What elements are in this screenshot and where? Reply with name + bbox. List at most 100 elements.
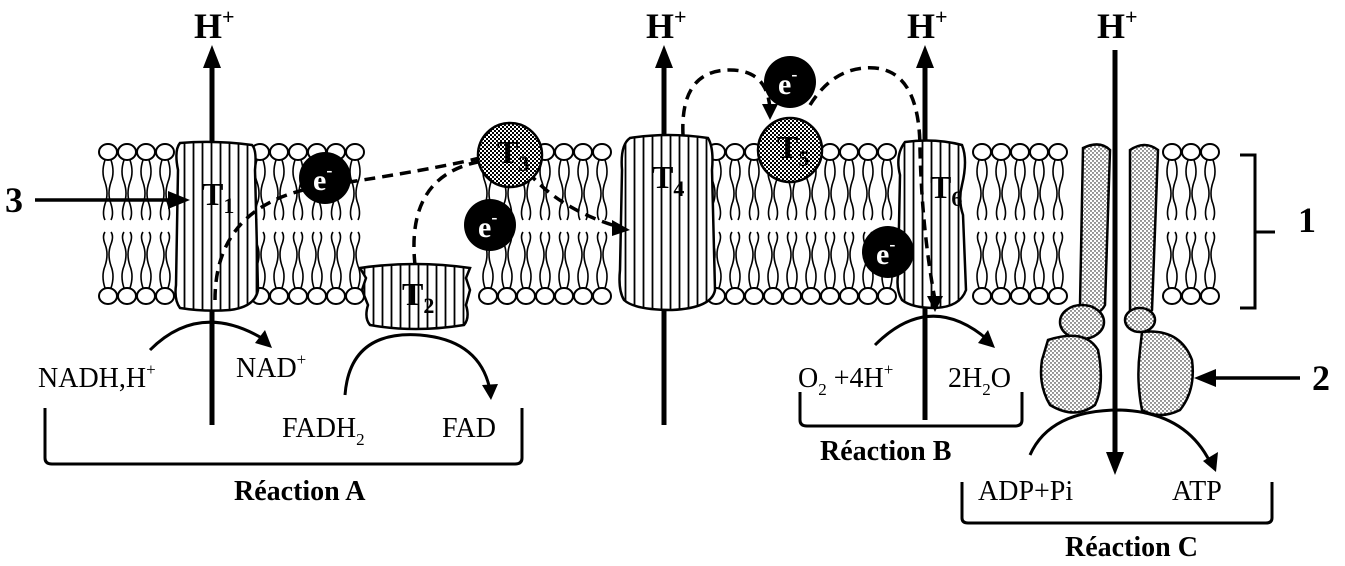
lipid-head-inner: [535, 287, 555, 305]
lipid-head-inner: [497, 287, 517, 305]
marker-arrowheads: [168, 191, 1216, 387]
electron-1: [299, 152, 351, 204]
electron-1-label: e-: [313, 160, 332, 197]
lipid-head-inner: [1048, 287, 1068, 305]
t3-label: T3: [497, 134, 529, 176]
lipid-head-inner: [1181, 287, 1201, 305]
t2-label: T2: [402, 276, 434, 318]
lipid-tails: [862, 159, 874, 289]
proton-label-1: H+: [194, 4, 235, 46]
proton-arrowhead-3: [916, 45, 934, 68]
lipid-tails: [881, 159, 893, 289]
atp-synthase-neck-left: [1058, 303, 1106, 341]
lipid-head-outer: [592, 143, 612, 161]
reaction-arrows: [148, 314, 1212, 463]
atp-label: ATP: [1172, 476, 1222, 507]
t5-carrier: [756, 116, 824, 184]
lipid-head-outer: [1181, 143, 1201, 161]
electron-arrowhead-t4: [612, 220, 630, 236]
lipid-tails: [786, 159, 798, 289]
lipid-head-outer: [991, 143, 1011, 161]
lipid-head-inner: [991, 287, 1011, 305]
bracket-reaction-a: [43, 408, 524, 466]
lipid-head-inner: [117, 287, 137, 305]
reaction-arrow-adp: [1028, 408, 1212, 463]
electron-4: [862, 226, 914, 278]
lipid-head-inner: [478, 287, 498, 305]
t4-label: T4: [652, 159, 684, 201]
lipid-tails: [577, 159, 589, 289]
lipid-tails: [710, 159, 722, 289]
electron-arrowhead-t5: [762, 104, 778, 120]
reaction-a-title: Réaction A: [234, 476, 366, 507]
atp-synthase: [1039, 143, 1194, 417]
lipid-head-inner: [782, 287, 802, 305]
atp-synthase-head-left: [1039, 334, 1103, 414]
electron-3: [764, 56, 816, 108]
lipid-head-inner: [972, 287, 992, 305]
lipid-head-inner: [820, 287, 840, 305]
lipid-head-outer: [725, 143, 745, 161]
lipid-tails: [501, 159, 513, 289]
bracket-reaction-c: [960, 482, 1274, 525]
nadh-label: NADH,H+: [38, 360, 156, 394]
lipid-head-outer: [554, 143, 574, 161]
lipid-tails: [273, 159, 285, 289]
proton-arrowhead-2: [655, 45, 673, 68]
lipid-head-outer: [269, 143, 289, 161]
lipid-tails: [140, 159, 152, 289]
t5-label: T5: [777, 129, 809, 171]
lipid-tails: [976, 159, 988, 289]
proton-arrowheads: [203, 45, 1124, 475]
marker-3: 3: [5, 180, 23, 220]
lipid-head-inner: [1010, 287, 1030, 305]
marker-arrows: [35, 198, 1300, 380]
lipid-tails: [1185, 159, 1197, 289]
electrons: [299, 56, 914, 278]
t6-label: T6: [930, 169, 962, 211]
lipid-head-inner: [136, 287, 156, 305]
brackets: [43, 153, 1275, 525]
lipid-tails: [254, 159, 266, 289]
lipid-tails: [805, 159, 817, 289]
t4-complex: [618, 133, 717, 312]
electron-path-t4-t5: [681, 68, 772, 136]
lipid-tails: [1033, 159, 1045, 289]
lipid-tails: [558, 159, 570, 289]
marker-2-arrowhead: [1194, 369, 1216, 387]
lipid-head-outer: [858, 143, 878, 161]
lipid-head-inner: [1200, 287, 1220, 305]
lipid-tails: [1204, 159, 1216, 289]
lipid-head-outer: [136, 143, 156, 161]
reaction-arrow-nadh: [148, 320, 266, 352]
electron-2-label: e-: [478, 207, 497, 244]
lipid-head-inner: [1162, 287, 1182, 305]
proton-arrowhead-1: [203, 45, 221, 68]
lipid-head-outer: [820, 143, 840, 161]
electron-path-t5-t6: [808, 66, 937, 301]
reaction-arrowhead-nadh: [255, 330, 272, 348]
lipid-tails: [482, 159, 494, 289]
electron-4-label: e-: [876, 234, 895, 271]
lipid-tails: [102, 159, 114, 289]
t1-complex: [174, 140, 260, 312]
proton-arrowhead-atp: [1106, 452, 1124, 475]
h2o-label: 2H2O: [948, 363, 1011, 399]
reaction-arrow-o2: [873, 314, 989, 347]
atp-synthase-stalk-right: [1128, 143, 1160, 316]
lipid-head-outer: [98, 143, 118, 161]
lipid-head-outer: [1200, 143, 1220, 161]
nad-label: NAD+: [236, 350, 306, 384]
reaction-b-title: Réaction B: [820, 436, 951, 467]
proton-label-3: H+: [907, 4, 948, 46]
electron-path-t2-t3: [412, 158, 491, 266]
lipid-head-outer: [877, 143, 897, 161]
lipid-head-inner: [744, 287, 764, 305]
lipid-tails: [596, 159, 608, 289]
fad-label: FAD: [442, 413, 496, 444]
electron-2: [464, 199, 516, 251]
marker-3-arrowhead: [168, 191, 190, 209]
lipid-tails: [843, 159, 855, 289]
lipid-head-outer: [1010, 143, 1030, 161]
lipid-head-outer: [345, 143, 365, 161]
